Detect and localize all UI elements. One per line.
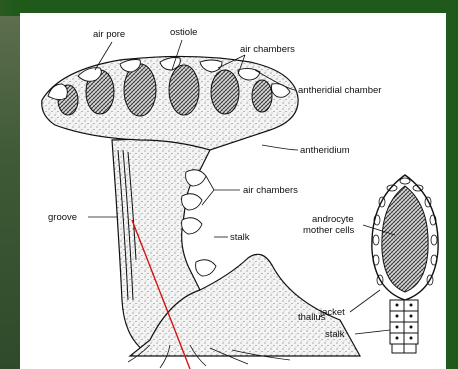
antheridium-detail bbox=[372, 175, 438, 353]
antheridium-3 bbox=[169, 65, 199, 115]
label-air-chambers-top: air chambers bbox=[240, 44, 295, 55]
label-androcyte-line1: androcyte bbox=[312, 214, 354, 225]
detail-stalk-cells bbox=[390, 300, 418, 353]
antheridium-4 bbox=[211, 70, 239, 114]
label-stalk-right: stalk bbox=[325, 329, 345, 340]
label-air-chambers-mid: air chambers bbox=[243, 185, 298, 196]
antheridium-5 bbox=[252, 80, 272, 112]
label-jacket: jacket bbox=[319, 307, 345, 318]
label-androcyte-line2: mother cells bbox=[303, 225, 354, 236]
label-antheridial-chamber: antheridial chamber bbox=[298, 85, 381, 96]
label-antheridium: antheridium bbox=[300, 145, 350, 156]
label-ostiole: ostiole bbox=[170, 27, 197, 38]
label-groove: groove bbox=[48, 212, 77, 223]
label-stalk-mid: stalk bbox=[230, 232, 250, 243]
label-air-pore: air pore bbox=[93, 29, 125, 40]
